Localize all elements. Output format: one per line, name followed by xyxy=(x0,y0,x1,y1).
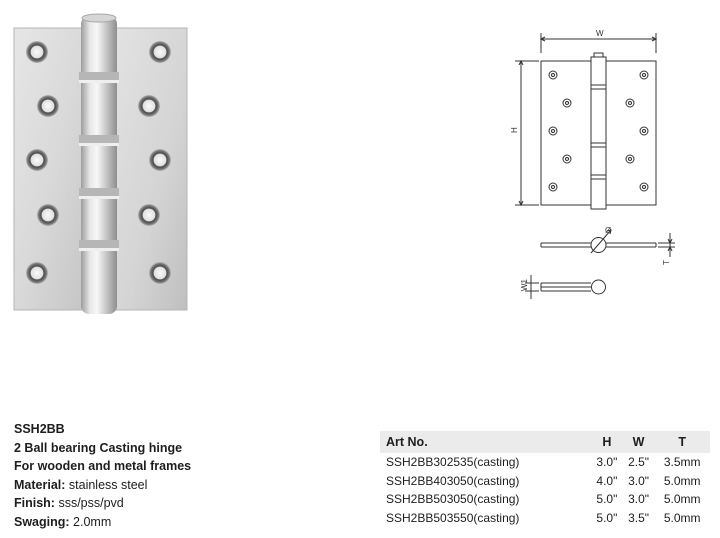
table-row: SSH2BB503050(casting) 5.0" 3.0" 5.0mm xyxy=(386,492,701,507)
spec-header-row: Art No. H W T xyxy=(380,431,710,453)
dim-diameter-label: Ø xyxy=(605,226,611,235)
dim-w1-label: W1 xyxy=(520,278,529,291)
col-w: W xyxy=(632,435,645,449)
col-t: T xyxy=(678,435,687,449)
product-use: For wooden and metal frames xyxy=(14,459,192,474)
dim-h-label: H xyxy=(510,127,519,133)
spec-table: Art No. H W T SSH2BB302535(casting) 3.0"… xyxy=(380,431,710,527)
technical-drawing: W H Ø T W1 xyxy=(510,29,675,299)
product-info: SSH2BB 2 Ball bearing Casting hinge For … xyxy=(14,420,191,532)
hinge-photo xyxy=(13,13,188,314)
product-material: Material: stainless steel xyxy=(14,477,148,492)
col-h: H xyxy=(602,435,612,449)
dim-t-label: T xyxy=(662,260,671,265)
dim-w-label: W xyxy=(596,29,604,38)
table-row: SSH2BB503550(casting) 5.0" 3.5" 5.0mm xyxy=(386,511,701,526)
product-swaging: Swaging: 2.0mm xyxy=(14,514,112,529)
product-name: 2 Ball bearing Casting hinge xyxy=(14,440,183,455)
col-art-no: Art No. xyxy=(386,435,428,449)
product-finish: Finish: sss/pss/pvd xyxy=(14,496,124,511)
table-row: SSH2BB403050(casting) 4.0" 3.0" 5.0mm xyxy=(386,473,701,488)
product-model: SSH2BB xyxy=(14,422,65,436)
table-row: SSH2BB302535(casting) 3.0" 2.5" 3.5mm xyxy=(386,455,701,470)
